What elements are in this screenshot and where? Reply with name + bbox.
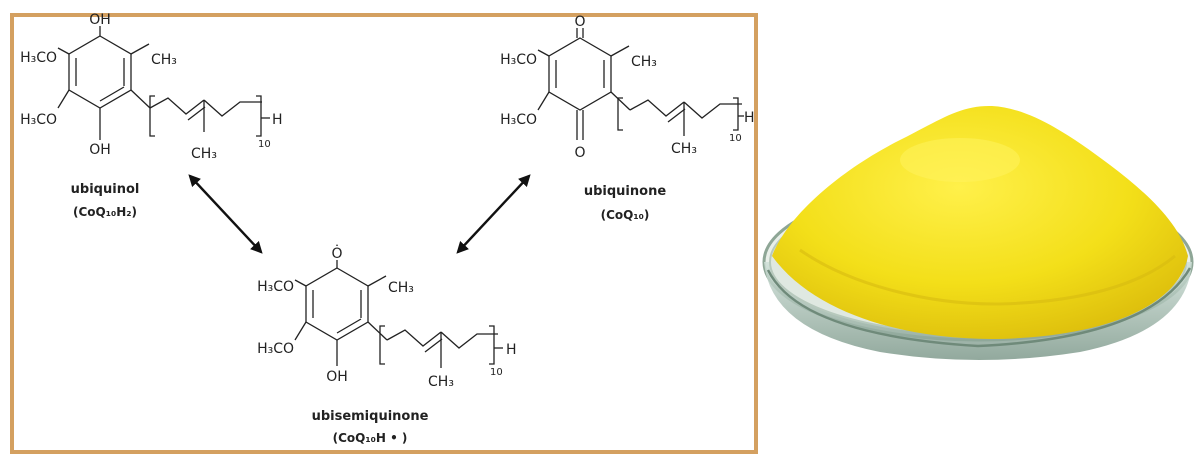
ubiquinol-bottom-group: OH [89, 142, 111, 158]
ubisemiquinone-chain-methyl: CH₃ [428, 374, 454, 390]
ubiquinol-structure: OH OH H₃CO H₃CO CH₃ CH₃ H 10 ubiquinol (… [20, 12, 282, 219]
ubiquinol-repeat-count: 10 [258, 139, 271, 150]
ubiquinone-top-group: O [574, 14, 585, 30]
ubisemiquinone-formula: (CoQ₁₀H • ) [333, 431, 408, 445]
diagram-frame [10, 13, 758, 454]
ubisemiquinone-repeat-count: 10 [490, 367, 503, 378]
ubisemiquinone-methyl: CH₃ [388, 280, 414, 296]
ubisemiquinone-methoxy-top: H₃CO [257, 279, 294, 295]
ubiquinol-methoxy-bottom: H₃CO [20, 112, 57, 128]
ubisemiquinone-methoxy-bottom: H₃CO [257, 341, 294, 357]
arrow-ubiquinol-ubisemiquinone [188, 174, 263, 254]
ubiquinone-terminal-h: H [744, 110, 755, 126]
ubiquinone-formula: (CoQ₁₀) [601, 208, 650, 222]
ubisemiquinone-name: ubisemiquinone [312, 409, 429, 424]
ubiquinol-formula: (CoQ₁₀H₂) [73, 205, 137, 219]
ubiquinone-name: ubiquinone [584, 184, 666, 199]
ubiquinone-chain-methyl: CH₃ [671, 141, 697, 157]
ubiquinol-name: ubiquinol [71, 182, 140, 197]
ubisemiquinone-structure: Ȯ OH H₃CO H₃CO CH₃ CH₃ H 10 ubisemiquino… [257, 244, 516, 445]
ubiquinol-top-group: OH [89, 12, 111, 28]
ubiquinone-structure: O O H₃CO H₃CO CH₃ CH₃ H 10 ubiquinone (C… [500, 14, 754, 222]
ubisemiquinone-bottom-group: OH [326, 369, 348, 385]
ubiquinol-methoxy-top: H₃CO [20, 50, 57, 66]
arrow-ubiquinone-ubisemiquinone [456, 174, 531, 254]
ubiquinone-repeat-count: 10 [729, 133, 742, 144]
ubiquinone-methyl: CH₃ [631, 54, 657, 70]
ubiquinone-bottom-group: O [574, 145, 585, 161]
ubiquinol-terminal-h: H [272, 112, 283, 128]
ubisemiquinone-top-group: Ȯ [331, 244, 342, 262]
ubisemiquinone-terminal-h: H [506, 342, 517, 358]
ubiquinone-methoxy-top: H₃CO [500, 52, 537, 68]
powder-mound [772, 105, 1188, 339]
ubiquinol-chain-methyl: CH₃ [191, 146, 217, 162]
ubiquinone-methoxy-bottom: H₃CO [500, 112, 537, 128]
coq10-powder-photo [762, 105, 1194, 360]
ubiquinol-methyl: CH₃ [151, 52, 177, 68]
